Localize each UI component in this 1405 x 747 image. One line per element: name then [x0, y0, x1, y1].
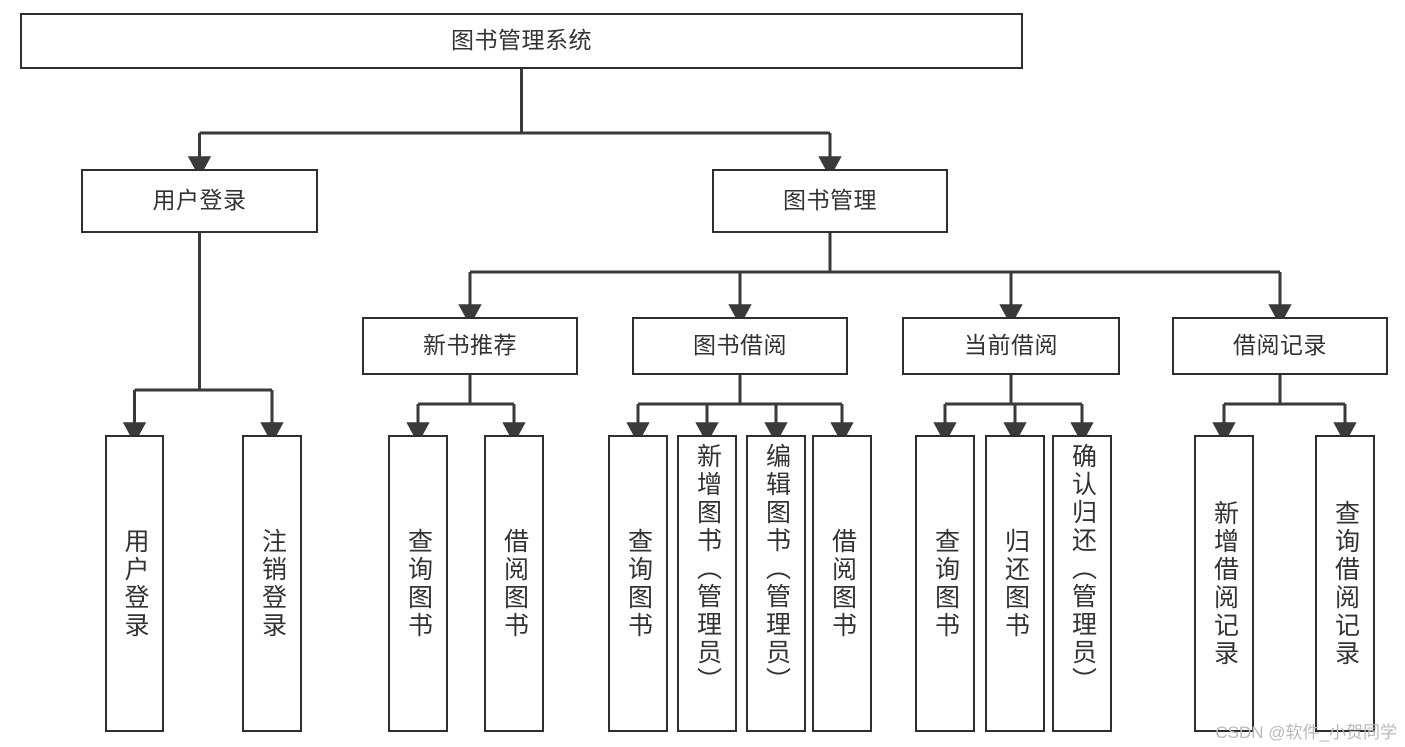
- node-leaf-edit-book[interactable]: 编辑图书（管理员）: [746, 435, 806, 732]
- node-label: 查询图书: [931, 527, 960, 640]
- node-borrow-record[interactable]: 借阅记录: [1172, 317, 1388, 375]
- node-book-borrow[interactable]: 图书借阅: [632, 317, 848, 375]
- node-label: 借阅记录: [1233, 332, 1327, 359]
- node-leaf-query-record[interactable]: 查询借阅记录: [1315, 435, 1375, 732]
- node-leaf-query-book-3[interactable]: 查询图书: [915, 435, 975, 732]
- watermark-label: CSDN @软件_小贺同学: [1215, 723, 1397, 742]
- node-label: 借阅图书: [828, 527, 857, 640]
- node-label: 当前借阅: [964, 332, 1058, 359]
- node-new-book-rec[interactable]: 新书推荐: [362, 317, 578, 375]
- node-label: 用户登录: [152, 187, 247, 214]
- node-book-manage[interactable]: 图书管理: [712, 169, 948, 233]
- node-user-login[interactable]: 用户登录: [81, 169, 318, 233]
- node-label: 图书管理系统: [451, 27, 592, 54]
- node-label: 新书推荐: [423, 332, 517, 359]
- node-label: 用户登录: [121, 527, 149, 640]
- node-label: 新增借阅记录: [1210, 499, 1239, 668]
- node-leaf-borrow-book-2[interactable]: 借阅图书: [812, 435, 872, 732]
- node-leaf-add-book[interactable]: 新增图书（管理员）: [677, 435, 737, 732]
- node-leaf-return-book[interactable]: 归还图书: [985, 435, 1045, 732]
- node-label: 编辑图书（管理员）: [762, 443, 791, 695]
- node-label: 确认归还（管理员）: [1068, 443, 1097, 695]
- node-root[interactable]: 图书管理系统: [20, 13, 1023, 69]
- node-leaf-query-book-1[interactable]: 查询图书: [388, 435, 448, 732]
- node-leaf-logout[interactable]: 注销登录: [242, 435, 302, 732]
- node-current-borrow[interactable]: 当前借阅: [902, 317, 1120, 375]
- node-leaf-user-login[interactable]: 用户登录: [105, 435, 164, 732]
- node-label: 查询图书: [404, 527, 433, 640]
- node-label: 图书借阅: [693, 332, 787, 359]
- node-label: 新增图书（管理员）: [693, 443, 722, 695]
- node-label: 借阅图书: [500, 527, 529, 640]
- node-label: 查询借阅记录: [1331, 499, 1360, 668]
- node-label: 归还图书: [1001, 527, 1030, 640]
- node-label: 注销登录: [258, 527, 287, 640]
- node-leaf-query-book-2[interactable]: 查询图书: [608, 435, 668, 732]
- node-label: 查询图书: [624, 527, 653, 640]
- node-leaf-borrow-book-1[interactable]: 借阅图书: [484, 435, 544, 732]
- node-leaf-add-record[interactable]: 新增借阅记录: [1194, 435, 1254, 732]
- node-label: 图书管理: [783, 187, 877, 214]
- node-leaf-confirm-return[interactable]: 确认归还（管理员）: [1052, 435, 1112, 732]
